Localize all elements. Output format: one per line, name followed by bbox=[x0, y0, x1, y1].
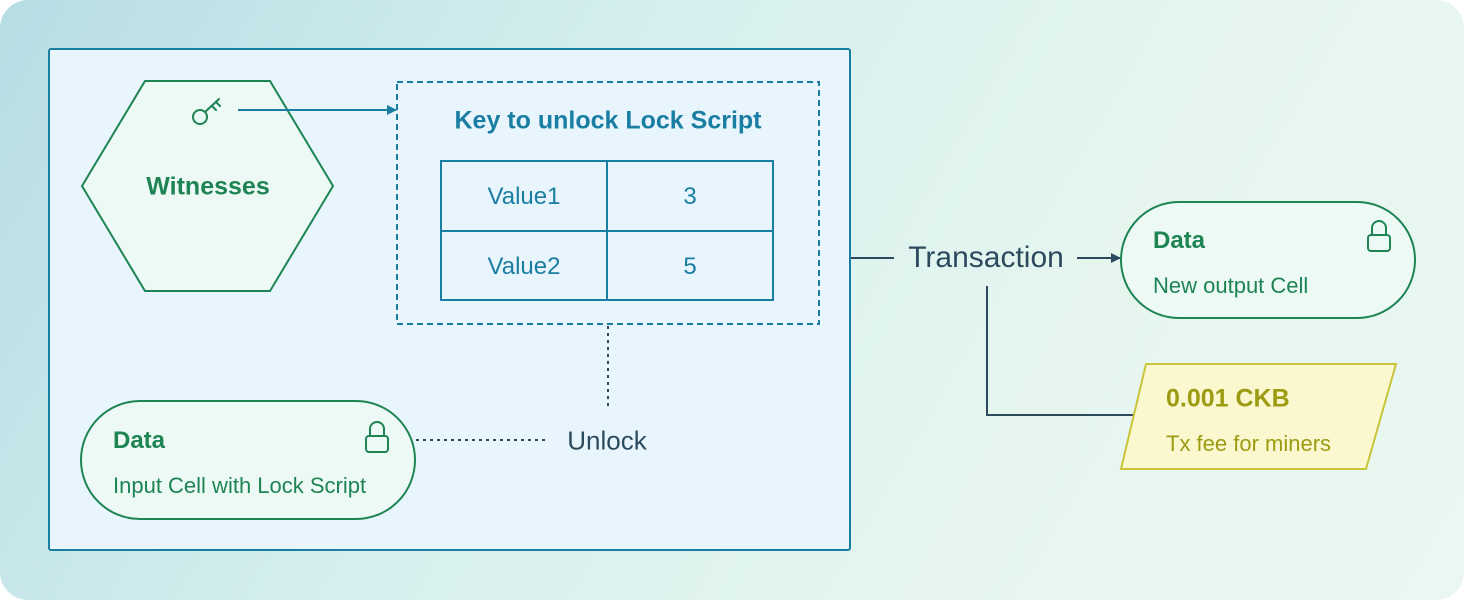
input-cell bbox=[80, 400, 416, 520]
witnesses-hexagon bbox=[80, 80, 335, 292]
fee-description: Tx fee for miners bbox=[1166, 431, 1332, 456]
output-cell-title: Data bbox=[1153, 227, 1206, 254]
output-cell bbox=[1120, 201, 1416, 319]
lock-icon bbox=[365, 421, 389, 453]
output-cell-subtitle: New output Cell bbox=[1153, 273, 1309, 298]
input-cell-subtitle: Input Cell with Lock Script bbox=[113, 473, 367, 498]
key-row-2-name: Value2 bbox=[487, 253, 561, 280]
key-table bbox=[440, 160, 774, 301]
lock-icon bbox=[1367, 220, 1391, 252]
transaction-to-fee-line bbox=[986, 286, 1135, 416]
transaction-label: Transaction bbox=[908, 241, 1064, 274]
fee-amount: 0.001 CKB bbox=[1166, 384, 1290, 413]
unlock-label: Unlock bbox=[567, 425, 647, 456]
key-icon bbox=[192, 98, 221, 125]
key-box bbox=[396, 81, 820, 325]
key-box-title: Key to unlock Lock Script bbox=[454, 106, 762, 135]
key-row-1-value: 3 bbox=[683, 183, 697, 210]
witnesses-label: Witnesses bbox=[146, 172, 270, 201]
key-row-1-name: Value1 bbox=[487, 183, 561, 210]
input-cell-title: Data bbox=[113, 427, 166, 454]
fee-parallelogram bbox=[1119, 363, 1398, 470]
key-row-2-value: 5 bbox=[683, 253, 697, 280]
